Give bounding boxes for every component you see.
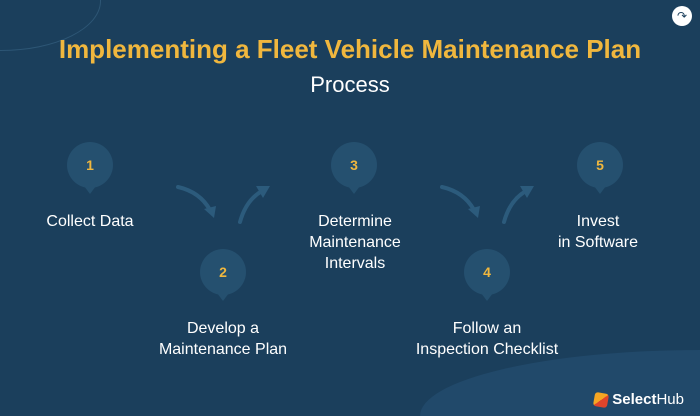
step-3-label: Determine Maintenance Intervals [255, 211, 455, 274]
arrow-down-2 [440, 185, 476, 212]
step-5-label: Invest in Software [498, 211, 698, 253]
step-2-line-1: Develop a [186, 320, 260, 337]
step-3-marker: 3 [331, 142, 377, 194]
step-2-marker: 2 [200, 249, 246, 301]
step-5-line-1: Invest [576, 213, 620, 230]
step-3-line-1: Determine [318, 213, 392, 230]
step-1-marker: 1 [67, 142, 113, 194]
step-4-label: Follow an Inspection Checklist [387, 318, 587, 360]
step-3-line-2: Maintenance [309, 234, 401, 251]
step-5-line-2: in Software [557, 234, 639, 251]
step-2-line-2: Maintenance Plan [158, 341, 288, 358]
step-4-marker: 4 [464, 249, 510, 301]
step-4-line-1: Follow an [452, 320, 522, 337]
page-subtitle: Process [310, 72, 390, 97]
arrow-down-1 [176, 185, 212, 212]
arrow-up-2 [502, 189, 528, 224]
cube-logo-icon [593, 391, 610, 408]
brand-name-rest: Hub [656, 391, 684, 408]
step-1-label: Collect Data [0, 211, 190, 232]
arrowhead-1 [204, 206, 216, 218]
share-icon[interactable]: ↷ [672, 6, 692, 26]
arrowhead-2 [256, 186, 270, 198]
page-title: Implementing a Fleet Vehicle Maintenance… [58, 34, 642, 64]
selecthub-logo: SelectHub [593, 391, 684, 408]
step-1-line-1: Collect Data [46, 213, 134, 230]
arrowhead-4 [520, 186, 534, 198]
step-4-line-2: Inspection Checklist [415, 341, 559, 358]
arrowhead-3 [468, 206, 480, 218]
brand-name-bold: Select [612, 391, 657, 408]
arrow-up-1 [238, 189, 264, 224]
step-5-marker: 5 [577, 142, 623, 194]
step-3-line-3: Intervals [324, 255, 386, 272]
step-2-label: Develop a Maintenance Plan [123, 318, 323, 360]
